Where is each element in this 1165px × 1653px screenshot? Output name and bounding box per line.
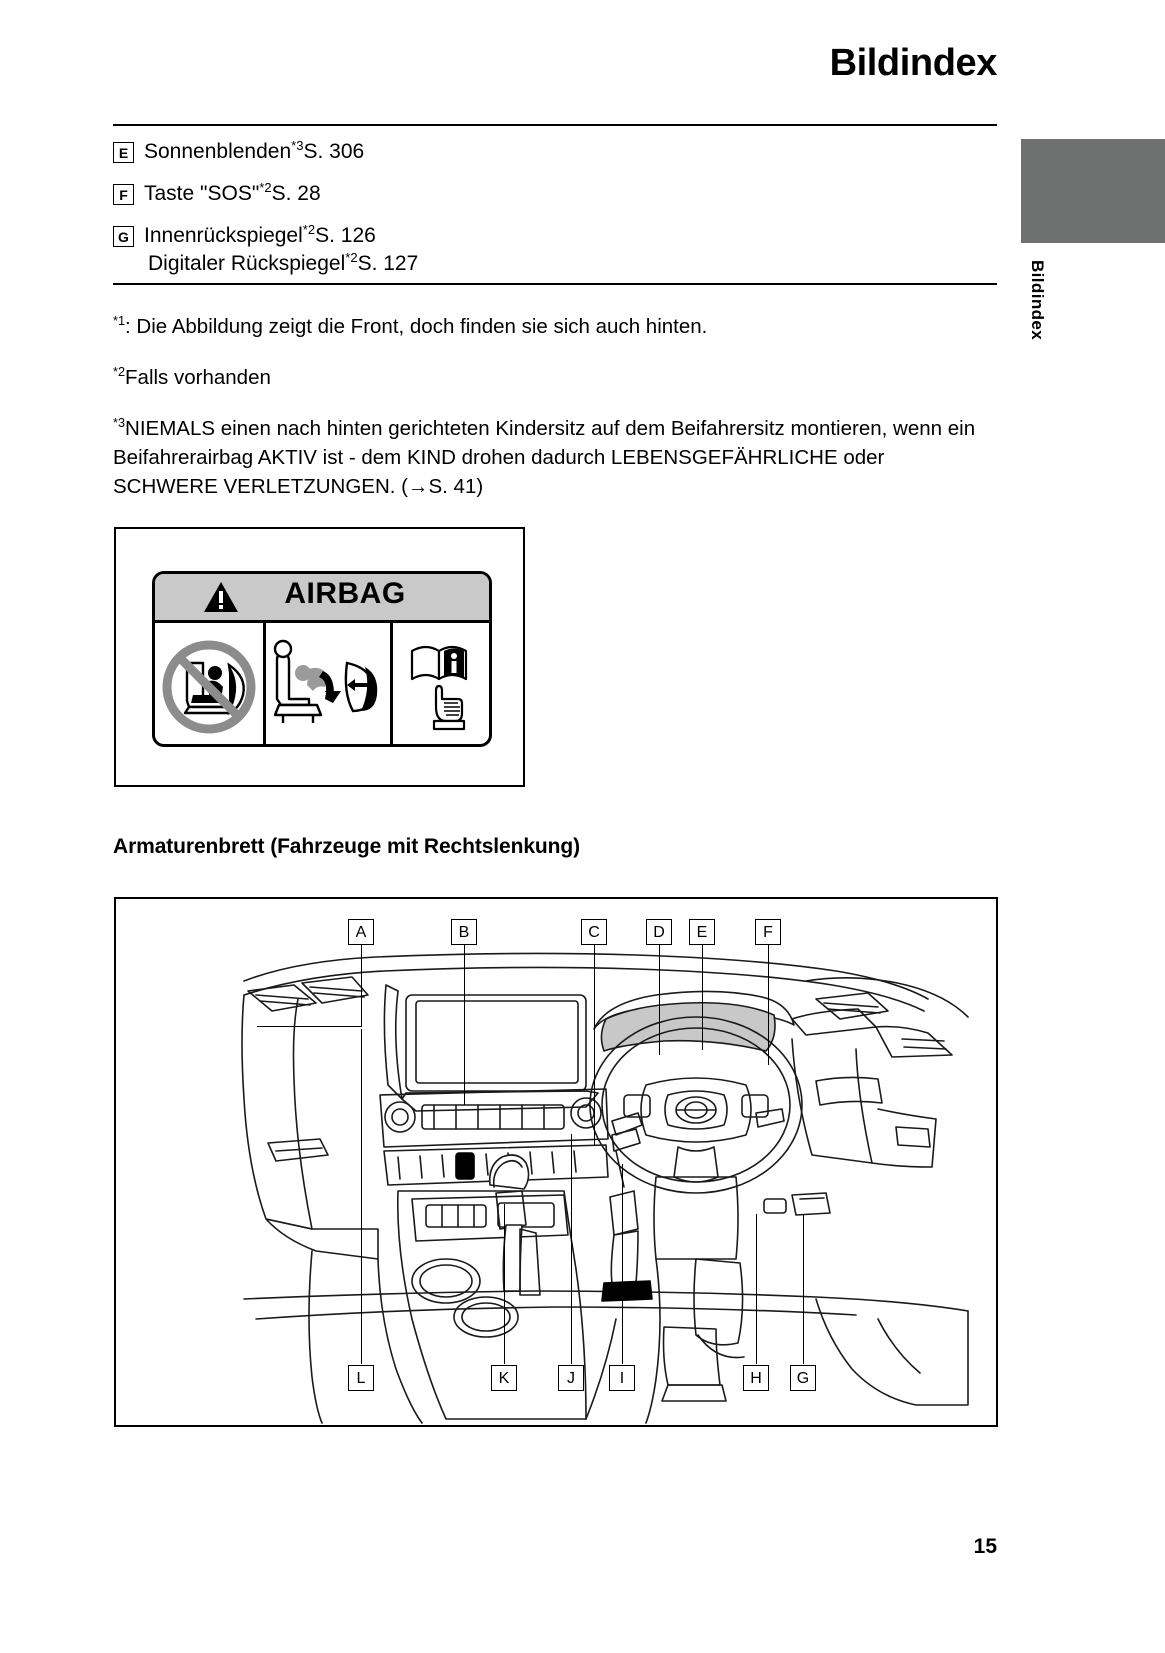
page-title: Bildindex bbox=[829, 42, 998, 84]
leader-line-a2 bbox=[257, 1026, 362, 1027]
dashboard-illustration bbox=[241, 952, 969, 1424]
airbag-label-header: AIRBAG bbox=[155, 574, 489, 623]
callout-c[interactable]: C bbox=[581, 919, 607, 945]
dashboard-diagram: A B C D E F L K J I H G bbox=[114, 897, 998, 1427]
page-ref[interactable]: S. 126 bbox=[315, 224, 376, 247]
list-item: E Sonnenblenden*3S. 306 bbox=[113, 138, 997, 166]
footnote-2-text: Falls vorhanden bbox=[125, 366, 271, 389]
footnote-3-text: NIEMALS einen nach hinten gerichteten Ki… bbox=[113, 417, 976, 498]
leader-line-c bbox=[594, 945, 595, 1145]
index-badge-g: G bbox=[113, 226, 134, 247]
leader-line-i bbox=[622, 1164, 623, 1364]
list-item: G Innenrückspiegel*2S. 126 Digitaler Rüc… bbox=[113, 222, 997, 278]
leader-line-a bbox=[361, 945, 362, 1027]
callout-h[interactable]: H bbox=[743, 1365, 769, 1391]
index-line: Innenrückspiegel*2S. 126 bbox=[144, 222, 418, 250]
read-manual-icon bbox=[410, 645, 468, 731]
callout-d[interactable]: D bbox=[646, 919, 672, 945]
index-label: Sonnenblenden bbox=[144, 140, 292, 163]
footnote-marker-2: *2 bbox=[113, 364, 126, 380]
footnote-marker: *2 bbox=[345, 250, 358, 265]
callout-e[interactable]: E bbox=[689, 919, 715, 945]
leader-line-g bbox=[803, 1214, 804, 1364]
page-ref[interactable]: S. 306 bbox=[303, 140, 365, 163]
leader-line-f bbox=[768, 945, 769, 1065]
footnote-marker-1: *1 bbox=[113, 313, 126, 329]
leader-line-l bbox=[361, 1029, 362, 1364]
footnote-marker: *3 bbox=[291, 138, 304, 153]
callout-b[interactable]: B bbox=[451, 919, 477, 945]
footnote-2: *2Falls vorhanden bbox=[113, 363, 993, 392]
index-label: Taste "SOS" bbox=[144, 182, 260, 205]
footnote-marker: *2 bbox=[259, 180, 272, 195]
warning-triangle-icon bbox=[204, 582, 238, 612]
footnote-1-text: : Die Abbildung zeigt die Front, doch fi… bbox=[125, 315, 708, 338]
airbag-warning-figure: AIRBAG bbox=[114, 527, 525, 787]
leader-line-h bbox=[756, 1214, 757, 1364]
section-heading: Armaturenbrett (Fahrzeuge mit Rechtslenk… bbox=[113, 835, 580, 858]
index-label: Digitaler Rückspiegel bbox=[148, 252, 346, 275]
callout-k[interactable]: K bbox=[491, 1365, 517, 1391]
index-line: Sonnenblenden*3S. 306 bbox=[144, 138, 364, 166]
airbag-warning-label: AIRBAG bbox=[152, 571, 492, 747]
side-tab-label: Bildindex bbox=[1028, 260, 1047, 341]
footnote-3: *3NIEMALS einen nach hinten gerichteten … bbox=[113, 414, 993, 501]
airbag-pictogram-row bbox=[155, 623, 489, 744]
index-list: E Sonnenblenden*3S. 306 F Taste "SOS"*2S… bbox=[113, 138, 997, 292]
list-item: F Taste "SOS"*2S. 28 bbox=[113, 180, 997, 208]
index-entry-g: Innenrückspiegel*2S. 126 Digitaler Rücks… bbox=[144, 222, 418, 278]
divider-top bbox=[113, 124, 997, 126]
footnote-marker-3: *3 bbox=[113, 415, 126, 431]
leader-line-d bbox=[659, 945, 660, 1055]
airbag-cell-deployment bbox=[266, 623, 393, 744]
index-line: Taste "SOS"*2S. 28 bbox=[144, 180, 321, 208]
callout-l[interactable]: L bbox=[348, 1365, 374, 1391]
footnote-marker: *2 bbox=[302, 222, 316, 237]
callout-j[interactable]: J bbox=[558, 1365, 584, 1391]
index-badge-e: E bbox=[113, 142, 134, 163]
index-entry-e: Sonnenblenden*3S. 306 bbox=[144, 138, 364, 166]
callout-a[interactable]: A bbox=[348, 919, 374, 945]
leader-line-j bbox=[571, 1134, 572, 1364]
leader-line-e bbox=[702, 945, 703, 1050]
footnote-1: *1: Die Abbildung zeigt die Front, doch … bbox=[113, 312, 993, 341]
callout-i[interactable]: I bbox=[609, 1365, 635, 1391]
leader-line-k bbox=[504, 1204, 505, 1364]
index-line: Digitaler Rückspiegel*2S. 127 bbox=[144, 250, 418, 278]
side-tab-block bbox=[1021, 139, 1165, 243]
index-entry-f: Taste "SOS"*2S. 28 bbox=[144, 180, 321, 208]
divider-bottom bbox=[113, 283, 997, 285]
no-rear-facing-child-seat-icon bbox=[162, 640, 256, 734]
page-ref[interactable]: S. 28 bbox=[271, 182, 321, 205]
airbag-label-text: AIRBAG bbox=[284, 577, 406, 610]
index-label: Innenrückspiegel bbox=[144, 224, 303, 247]
airbag-cell-no-child-seat bbox=[155, 623, 266, 744]
page-ref[interactable]: S. 127 bbox=[357, 252, 419, 275]
callout-g[interactable]: G bbox=[790, 1365, 816, 1391]
index-badge-f: F bbox=[113, 184, 134, 205]
callout-f[interactable]: F bbox=[755, 919, 781, 945]
page-number: 15 bbox=[973, 1535, 997, 1558]
footnotes: *1: Die Abbildung zeigt die Front, doch … bbox=[113, 312, 993, 501]
airbag-deployment-icon bbox=[273, 639, 378, 723]
airbag-cell-read-manual bbox=[393, 623, 489, 744]
leader-line-b bbox=[464, 945, 465, 1105]
